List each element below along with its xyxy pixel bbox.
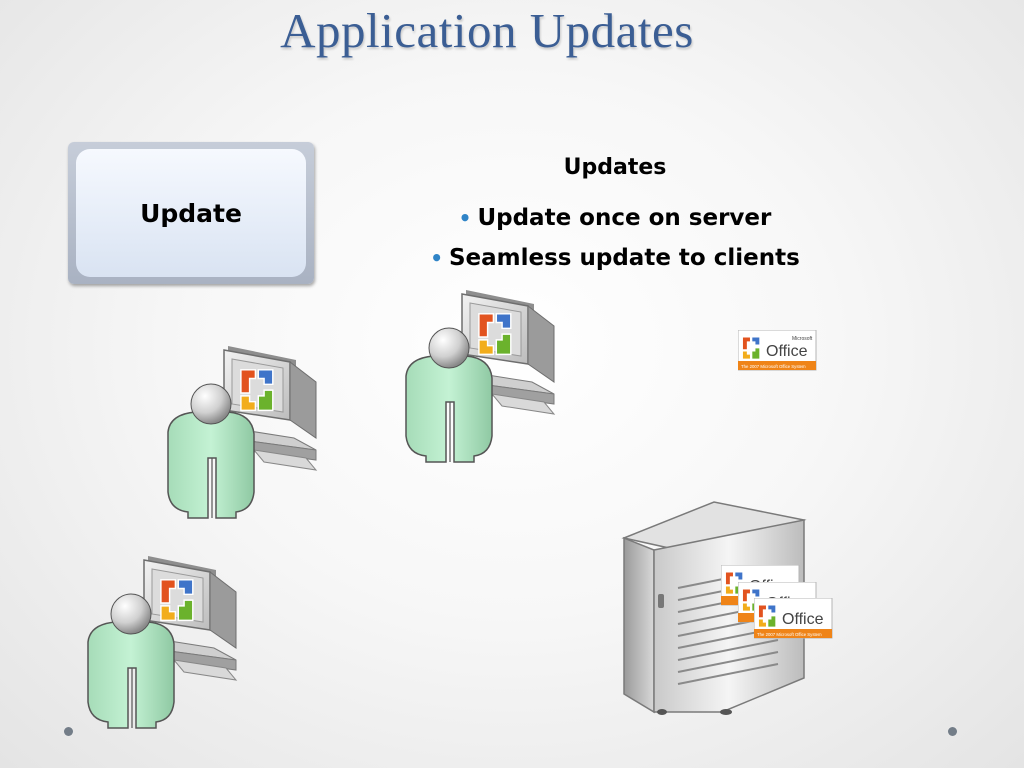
office-logo-tagline: The 2007 Microsoft Office System	[741, 364, 806, 369]
user-computer-icon	[166, 342, 326, 524]
bullet-item: •Update once on server	[390, 200, 840, 240]
bullet-item: •Seamless update to clients	[390, 240, 840, 280]
corner-dot	[64, 727, 73, 736]
office-logo-icon: Office The 2007 Microsoft Office System	[754, 598, 834, 640]
office-logo-icon: Office Microsoft The 2007 Microsoft Offi…	[738, 330, 818, 372]
user-computer-icon	[86, 552, 246, 734]
bullet-text: Seamless update to clients	[448, 245, 800, 271]
user-computer-icon	[404, 286, 564, 468]
office-logo-tagline: The 2007 Microsoft Office System	[757, 632, 822, 637]
update-box: Update	[68, 142, 314, 284]
update-box-label: Update	[140, 198, 242, 228]
office-logo-brand: Office	[782, 611, 824, 628]
bullet-dot-icon: •	[458, 206, 472, 230]
bullet-list: •Update once on server •Seamless update …	[390, 200, 840, 280]
slide-title: Application Updates	[280, 3, 694, 58]
office-logo-maker: Microsoft	[792, 336, 813, 342]
updates-heading: Updates	[563, 155, 667, 180]
office-logo-brand: Office	[766, 343, 808, 360]
bullet-dot-icon: •	[430, 246, 443, 270]
update-box-inner: Update	[76, 149, 306, 277]
corner-dot	[948, 727, 957, 736]
bullet-text: Update once on server	[477, 205, 772, 231]
